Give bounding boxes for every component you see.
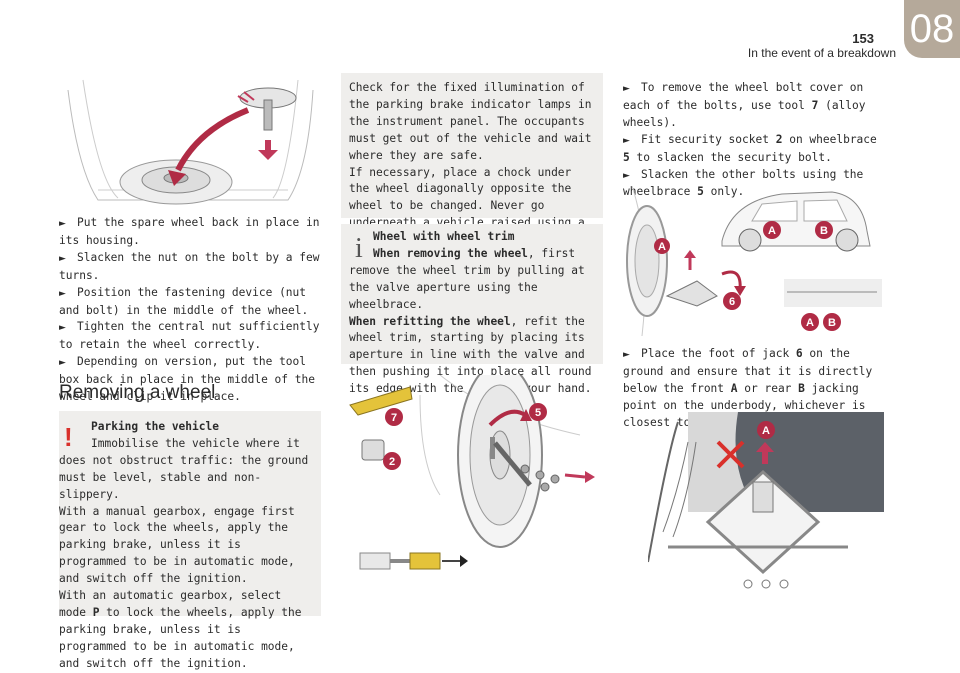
jacking-points-illustration: A A B 6 A B — [626, 186, 882, 336]
warning-paragraph: With an automatic gearbox, select mode P… — [59, 589, 302, 670]
arrow-icon: ► — [623, 170, 630, 181]
callout-marker — [529, 403, 547, 421]
chapter-badge: 08 — [904, 0, 960, 58]
callout-2: 2 — [389, 456, 395, 468]
warning-text: Parking the vehicle Immobilise the vehic… — [59, 419, 311, 673]
spare-wheel-illustration — [58, 70, 320, 205]
arrow-icon: ► — [59, 253, 66, 264]
step-item: ►Position the fastening device (nut and … — [59, 285, 309, 317]
callout-A-jack: A — [762, 425, 770, 437]
callout-6: 6 — [729, 296, 735, 308]
step-item: ►Put the spare wheel back in place in it… — [59, 216, 320, 247]
warning-icon: ! — [64, 422, 73, 452]
step-item: ►Depending on version, put the tool box … — [59, 355, 315, 404]
warning-paragraph: Immobilise the vehicle where it does not… — [59, 436, 309, 501]
info-title: Wheel with wheel trim — [373, 230, 515, 243]
jack-steps-top: ►To remove the wheel bolt cover on each … — [623, 80, 887, 201]
arrow-icon: ► — [59, 323, 66, 334]
callout-marker — [385, 408, 403, 426]
wheelbrace-illustration: 7 2 5 — [349, 375, 595, 570]
step-item: ►To remove the wheel bolt cover on each … — [623, 81, 866, 129]
callout-B-car: B — [820, 225, 828, 237]
info-box — [341, 224, 603, 364]
callout-A-underbody: A — [806, 317, 814, 329]
callout-A: A — [658, 241, 666, 253]
callout-7: 7 — [391, 412, 397, 424]
warning-title: Parking the vehicle — [91, 420, 219, 433]
callout-A-car: A — [768, 225, 776, 237]
callout-B-underbody: B — [828, 317, 836, 329]
section-heading: Removing a wheel — [59, 382, 216, 403]
step-item: ►Fit security socket 2 on wheelbrace 5 t… — [623, 132, 877, 164]
warning-paragraph: With a manual gearbox, engage first gear… — [59, 504, 295, 586]
info-icon: i — [355, 233, 363, 264]
arrow-icon: ► — [623, 84, 630, 94]
step-item: ►Slacken the other bolts using the wheel… — [623, 167, 864, 199]
step-item: ►Slacken the nut on the bolt by a few tu… — [59, 250, 320, 282]
warning-box — [59, 411, 321, 616]
arrow-icon: ► — [623, 350, 630, 360]
section-title: In the event of a breakdown — [747, 46, 896, 60]
info-paragraph: When removing the wheel, first remove th… — [349, 246, 585, 311]
arrow-icon: ► — [59, 358, 66, 369]
jack-illustration: A — [648, 412, 884, 589]
callout-5: 5 — [535, 407, 541, 419]
note-box — [341, 73, 603, 218]
arrow-icon: ► — [623, 135, 630, 146]
arrow-icon: ► — [59, 288, 66, 299]
steps-list: ►Put the spare wheel back in place in it… — [59, 215, 321, 406]
callout-marker — [383, 452, 401, 470]
arrow-icon: ► — [59, 219, 66, 229]
page-number: 153 — [852, 31, 874, 46]
info-text: Wheel with wheel trim When removing the … — [349, 229, 597, 398]
step-item: ►Tighten the central nut sufficiently to… — [59, 320, 320, 352]
note-paragraph: Check for the fixed illumination of the … — [349, 81, 592, 162]
